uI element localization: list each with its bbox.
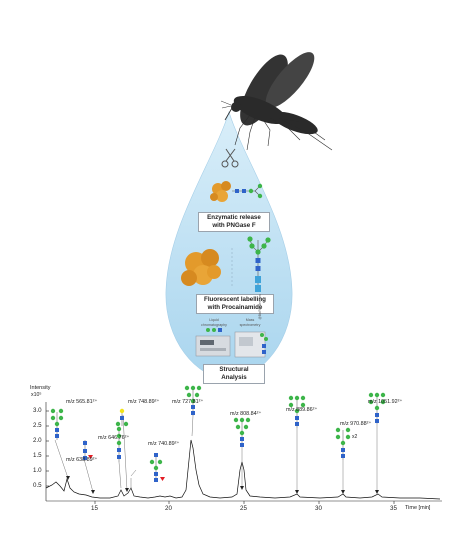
- chromatogram-trace: [45, 439, 441, 500]
- glycan-structure-5: [149, 453, 165, 482]
- scissors-icon: [221, 148, 239, 168]
- step1-line1: Enzymatic release: [207, 214, 261, 221]
- watermark: @BioRender.com: [258, 294, 262, 320]
- peak-arrowheads: [66, 476, 379, 494]
- x-tick-35: 35: [390, 505, 397, 512]
- peak-label-565: m/z 565.81²⁺: [66, 399, 98, 405]
- x-tick-25: 25: [240, 505, 247, 512]
- glycan-structure-8: [288, 395, 306, 428]
- y-axis-label: Intensity: [30, 385, 51, 391]
- peak-label-646: m/z 646.76²⁺: [98, 435, 130, 441]
- y-tick-2.5: 2.5: [33, 422, 42, 429]
- glycan-structure-6: [184, 385, 202, 416]
- lc-instrument-icon: [195, 328, 231, 357]
- y-tick-3.0: 3.0: [33, 407, 42, 414]
- glycan-structure-4: [115, 408, 129, 427]
- glycan-structure-10: [368, 392, 386, 424]
- ms-label: Mass spectrometry: [233, 318, 267, 327]
- mosquito-icon: [220, 52, 333, 151]
- step1-line2: with PNGase F: [212, 222, 256, 229]
- peak-callouts: [54, 414, 378, 493]
- glycan-structure-2: [83, 440, 93, 460]
- peak-label-638: m/z 638.89²⁺: [66, 457, 98, 463]
- y-tick-1.0: 1.0: [33, 467, 42, 474]
- x2-annotation: x2: [352, 434, 358, 440]
- step3-text: Structural Analysis: [219, 366, 249, 381]
- lc-label: Liquid chromatography: [196, 318, 232, 327]
- glycan-structure-1: [50, 408, 64, 440]
- protein-large-icon: [181, 249, 221, 286]
- x-tick-30: 30: [315, 505, 322, 512]
- ms-instrument-icon: [234, 331, 268, 358]
- peak-label-970: m/z 970.88²⁺: [340, 421, 372, 427]
- x-tick-15: 15: [91, 505, 98, 512]
- labelled-glycan-icon: [247, 236, 271, 292]
- peak-label-889: m/z 889.86²⁺: [286, 407, 318, 413]
- ms-line1: Mass: [245, 318, 255, 322]
- released-glycan-icon: [232, 183, 263, 199]
- y-tick-2.0: 2.0: [33, 437, 42, 444]
- lc-line2: chromatography: [201, 322, 227, 327]
- step-structural-analysis: Structural Analysis: [203, 364, 265, 384]
- y-tick-1.5: 1.5: [33, 452, 42, 459]
- glycan-structure-7: [233, 417, 251, 447]
- peak-label-748: m/z 748.89²⁺: [128, 399, 160, 405]
- ms-line2: spectrometry: [239, 322, 261, 327]
- lc-line1: Liquid: [209, 318, 219, 322]
- x-tick-20: 20: [165, 505, 172, 512]
- peak-label-727: m/z 727.81²⁺: [172, 399, 204, 405]
- chromatogram-axes: [45, 402, 442, 504]
- glycan-structure-3: [116, 426, 122, 462]
- y-axis-scale: x10⁵: [31, 392, 42, 398]
- y-tick-0.5: 0.5: [33, 482, 42, 489]
- peak-label-1051: m/z 1051.92²⁺: [368, 399, 403, 405]
- peak-label-740: m/z 740.89²⁺: [148, 441, 180, 447]
- protein-icon: [210, 181, 231, 202]
- step2-line2: with Procainamide: [207, 304, 263, 311]
- x-axis-label: Time [min]: [405, 505, 431, 511]
- glycan-structure-9: [335, 427, 351, 460]
- step-enzymatic-release: Enzymatic release with PNGase F: [198, 212, 270, 232]
- peak-label-808: m/z 808.84²⁺: [230, 411, 262, 417]
- step-fluorescent-labelling: Fluorescent labelling with Procainamide: [196, 294, 274, 314]
- step2-line1: Fluorescent labelling: [204, 296, 266, 303]
